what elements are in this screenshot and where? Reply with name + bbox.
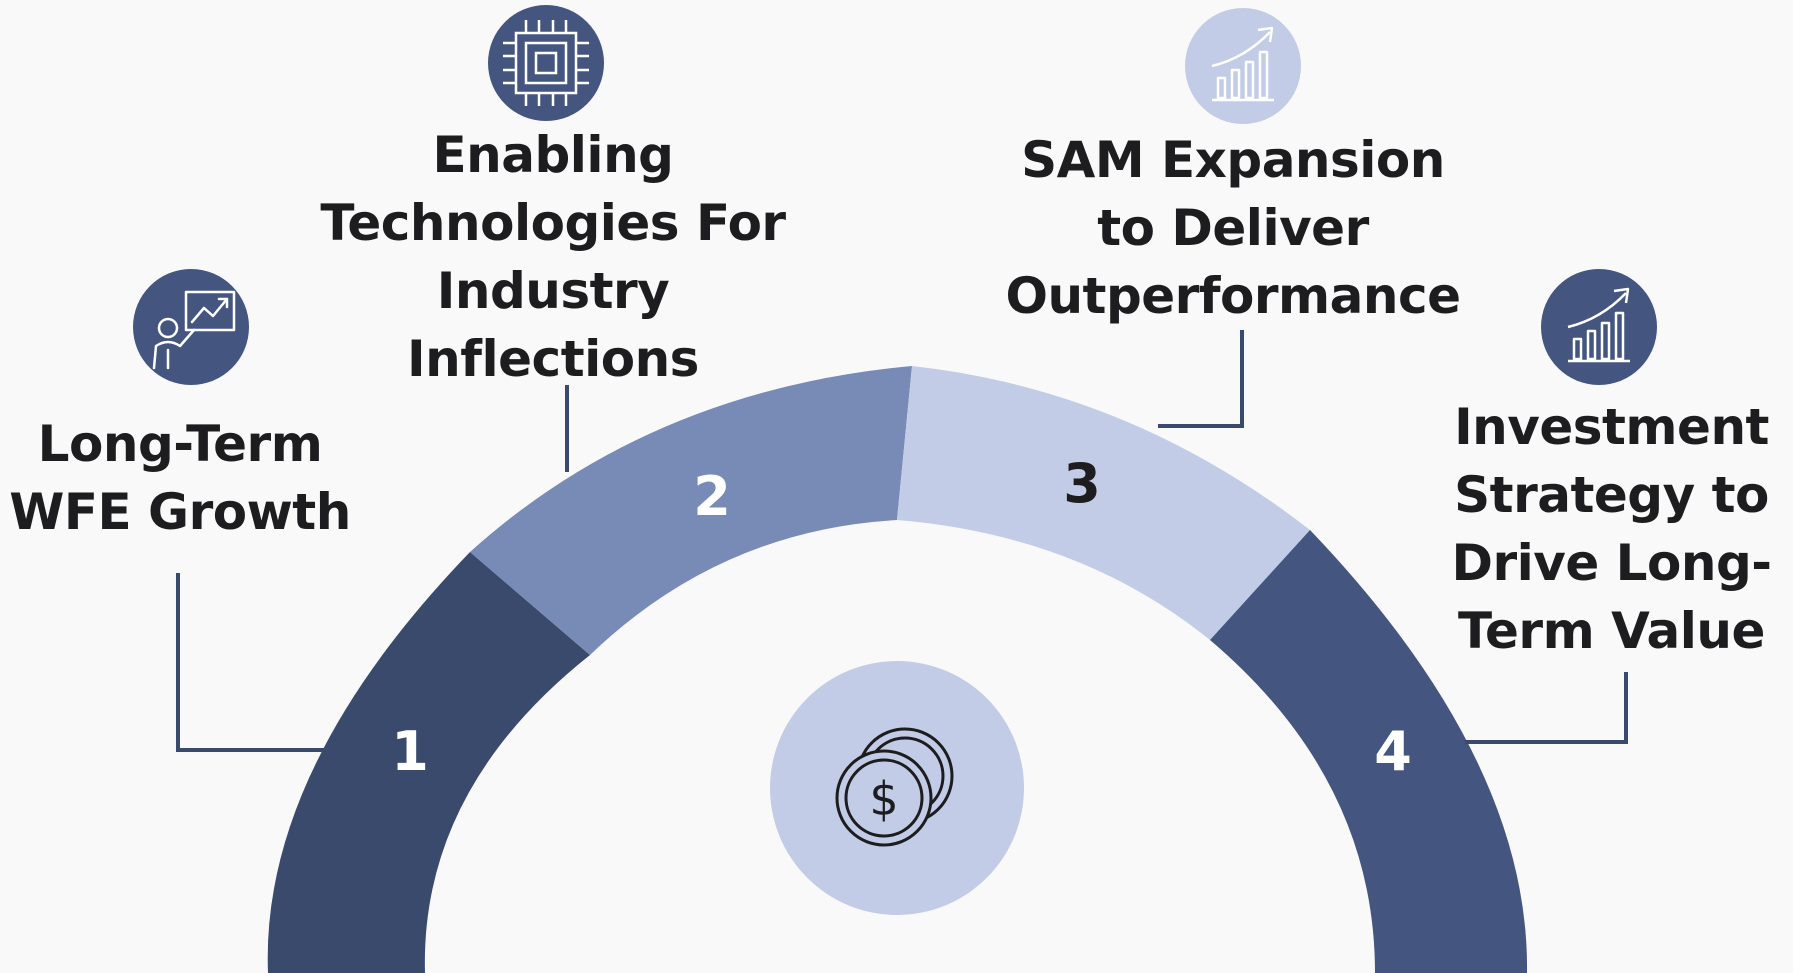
step-number-2: 2 — [693, 465, 731, 528]
step-label-4-line: Investment — [1454, 398, 1769, 456]
arc-segment-2 — [470, 366, 912, 655]
arc-segment-4 — [1210, 530, 1528, 973]
step-number-1: 1 — [391, 720, 429, 783]
step-label-1: Long-Term WFE Growth — [0, 410, 360, 546]
icon-circle-2 — [488, 5, 604, 121]
dollar-coins-icon: $ — [835, 727, 954, 847]
icon-circle-4 — [1541, 269, 1657, 385]
step-label-1-line: Long-Term — [37, 415, 323, 473]
step-number-4: 4 — [1374, 720, 1412, 783]
icon-circle-3 — [1185, 8, 1301, 124]
svg-text:$: $ — [869, 772, 898, 826]
step-label-3-line: Outperformance — [1005, 267, 1461, 325]
step-label-3-line: SAM Expansion — [1021, 131, 1445, 189]
step-label-4-line: Drive Long- — [1451, 534, 1772, 592]
step-label-3: SAM Expansion to Deliver Outperformance — [960, 126, 1506, 330]
presentation-chart-icon — [152, 290, 236, 370]
growth-chart-icon — [1567, 287, 1630, 363]
step-label-2-line: Technologies For — [320, 194, 786, 252]
step-label-2-line: Industry — [436, 262, 670, 320]
step-label-4-line: Strategy to — [1454, 466, 1769, 524]
step-label-2-line: Inflections — [407, 330, 699, 388]
step-label-2-line: Enabling — [432, 126, 674, 184]
microchip-icon — [503, 20, 589, 106]
step-number-3: 3 — [1063, 452, 1101, 515]
connector-4 — [1465, 672, 1628, 744]
step-label-1-line: WFE Growth — [9, 483, 351, 541]
icon-circle-1 — [133, 269, 249, 385]
step-label-4-line: Term Value — [1458, 602, 1765, 660]
growth-chart-icon — [1211, 26, 1274, 102]
arc-segment-3 — [897, 366, 1310, 640]
arc-segment-1 — [267, 552, 590, 973]
step-label-3-line: to Deliver — [1097, 199, 1369, 257]
connector-3 — [1158, 330, 1244, 428]
step-label-2: Enabling Technologies For Industry Infle… — [280, 121, 826, 393]
connector-1 — [176, 573, 330, 752]
step-label-4: Investment Strategy to Drive Long- Term … — [1430, 393, 1793, 665]
